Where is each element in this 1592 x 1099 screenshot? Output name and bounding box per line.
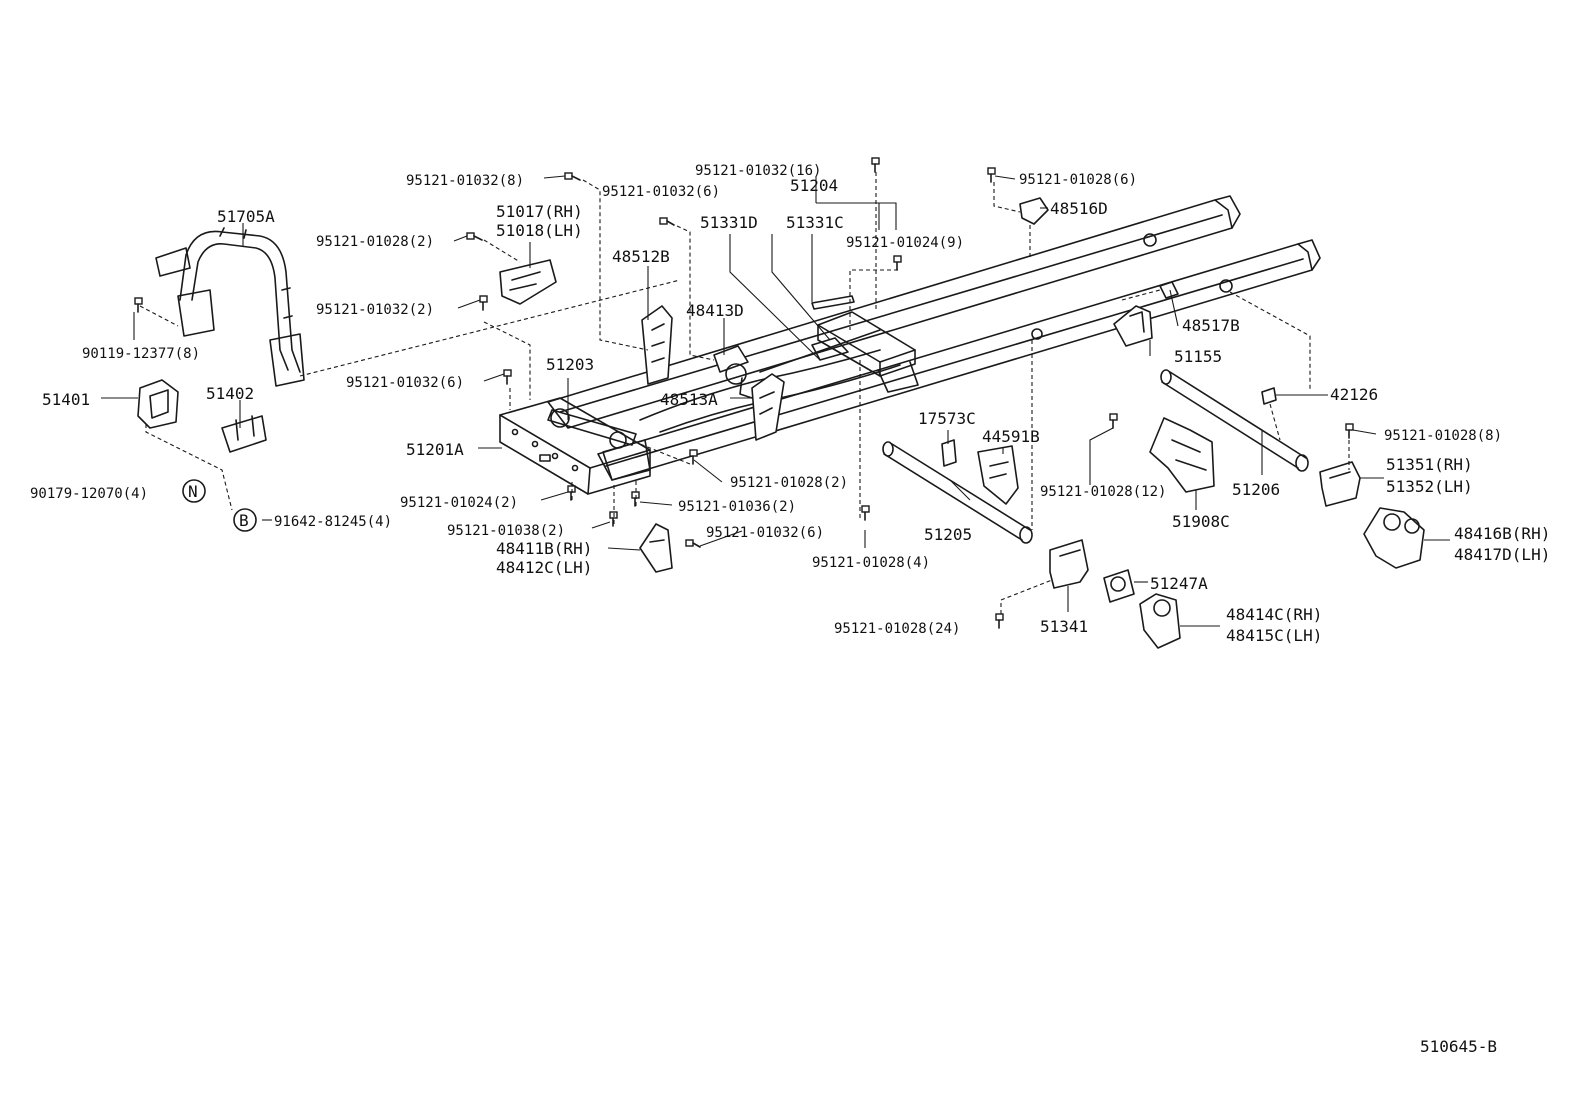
- label-95121-01028-12: 95121-01028(12): [1040, 484, 1166, 500]
- bracket-48512B: [641, 305, 673, 385]
- label-48412C-lh: 48412C(LH): [496, 558, 592, 577]
- label-95121-01032-2: 95121-01032(2): [316, 302, 434, 318]
- label-17573C: 17573C: [918, 409, 976, 428]
- label-48416B-rh: 48416B(RH): [1454, 524, 1550, 543]
- label-51205: 51205: [924, 525, 972, 544]
- label-95121-01028-6: 95121-01028(6): [1019, 172, 1137, 188]
- label-44591B: 44591B: [982, 427, 1040, 446]
- label-95121-01032-6-a: 95121-01032(6): [602, 184, 720, 200]
- label-95121-01028-8: 95121-01028(8): [1384, 428, 1502, 444]
- label-48512B: 48512B: [612, 247, 670, 266]
- label-51352-lh: 51352(LH): [1386, 477, 1473, 496]
- label-95121-01024-9: 95121-01024(9): [846, 235, 964, 251]
- bracket-51155: [1113, 305, 1153, 347]
- bracket-51351: [1319, 461, 1361, 507]
- bracket-48516D: [1019, 197, 1049, 225]
- bracket-51341: [1049, 539, 1089, 589]
- label-48411B-rh: 48411B(RH): [496, 539, 592, 558]
- leader-lines: [101, 172, 1450, 627]
- label-42126: 42126: [1330, 385, 1378, 404]
- label-95121-01028-2-b: 95121-01028(2): [730, 475, 848, 491]
- label-51705A: 51705A: [217, 207, 275, 226]
- bracket-51017: [499, 259, 557, 305]
- label-51203: 51203: [546, 355, 594, 374]
- bracket-48517B: [1159, 281, 1179, 299]
- tube-51205: [882, 441, 1033, 544]
- label-symbol-b: B: [239, 511, 249, 530]
- label-51206: 51206: [1232, 480, 1280, 499]
- label-95121-01032-6-c: 95121-01032(6): [706, 525, 824, 541]
- symbol-n: [182, 479, 206, 503]
- bumper-guard-51705A: [155, 227, 305, 387]
- label-95121-01038-2: 95121-01038(2): [447, 523, 565, 539]
- label-51247A: 51247A: [1150, 574, 1208, 593]
- label-51331D: 51331D: [700, 213, 758, 232]
- bracket-51401: [137, 379, 179, 429]
- label-95121-01032-6-b: 95121-01032(6): [346, 375, 464, 391]
- bracket-51402: [221, 415, 267, 453]
- tube-51206: [1160, 369, 1309, 472]
- label-51017-rh: 51017(RH): [496, 202, 583, 221]
- label-51204: 51204: [790, 176, 838, 195]
- label-51201A: 51201A: [406, 440, 464, 459]
- label-symbol-n: N: [188, 482, 198, 501]
- label-48517B: 48517B: [1182, 316, 1240, 335]
- label-51351-rh: 51351(RH): [1386, 455, 1473, 474]
- label-51331C: 51331C: [786, 213, 844, 232]
- label-51908C: 51908C: [1172, 512, 1230, 531]
- label-51401: 51401: [42, 390, 90, 409]
- label-95121-01032-8: 95121-01032(8): [406, 173, 524, 189]
- label-95121-01036-2: 95121-01036(2): [678, 499, 796, 515]
- label-48415C-lh: 48415C(LH): [1226, 626, 1322, 645]
- bracket-44591B: [977, 445, 1019, 505]
- symbol-b: [233, 508, 257, 532]
- bracket-48411B: [639, 523, 673, 573]
- label-51341: 51341: [1040, 617, 1088, 636]
- cushion-51247A: [1103, 569, 1135, 603]
- label-90179-12070: 90179-12070(4): [30, 486, 148, 502]
- label-48413D: 48413D: [686, 301, 744, 320]
- label-48516D: 48516D: [1050, 199, 1108, 218]
- bracket-48513A: [751, 373, 785, 441]
- label-95121-01024-2: 95121-01024(2): [400, 495, 518, 511]
- label-95121-01028-2-a: 95121-01028(2): [316, 234, 434, 250]
- diagram-id: 510645-B: [1420, 1037, 1497, 1056]
- label-51155: 51155: [1174, 347, 1222, 366]
- label-48513A: 48513A: [660, 390, 718, 409]
- label-95121-01028-24: 95121-01028(24): [834, 621, 960, 637]
- label-95121-01032-16: 95121-01032(16): [695, 163, 821, 179]
- bracket-48416B: [1363, 507, 1425, 569]
- bracket-17573C: [941, 439, 957, 467]
- frame-rails: [499, 195, 1321, 495]
- clip-42126: [1261, 387, 1277, 405]
- part-labels: 51705A 90119-12377(8) 51401 51402 90179-…: [30, 163, 1550, 1056]
- label-90119-12377: 90119-12377(8): [82, 346, 200, 362]
- label-91642-81245: 91642-81245(4): [274, 514, 392, 530]
- label-51018-lh: 51018(LH): [496, 221, 583, 240]
- bracket-48413D: [713, 345, 749, 385]
- label-48414C-rh: 48414C(RH): [1226, 605, 1322, 624]
- bracket-48414C: [1139, 593, 1181, 649]
- label-48417D-lh: 48417D(LH): [1454, 545, 1550, 564]
- bracket-51908C: [1149, 417, 1215, 493]
- label-51402: 51402: [206, 384, 254, 403]
- label-95121-01028-4: 95121-01028(4): [812, 555, 930, 571]
